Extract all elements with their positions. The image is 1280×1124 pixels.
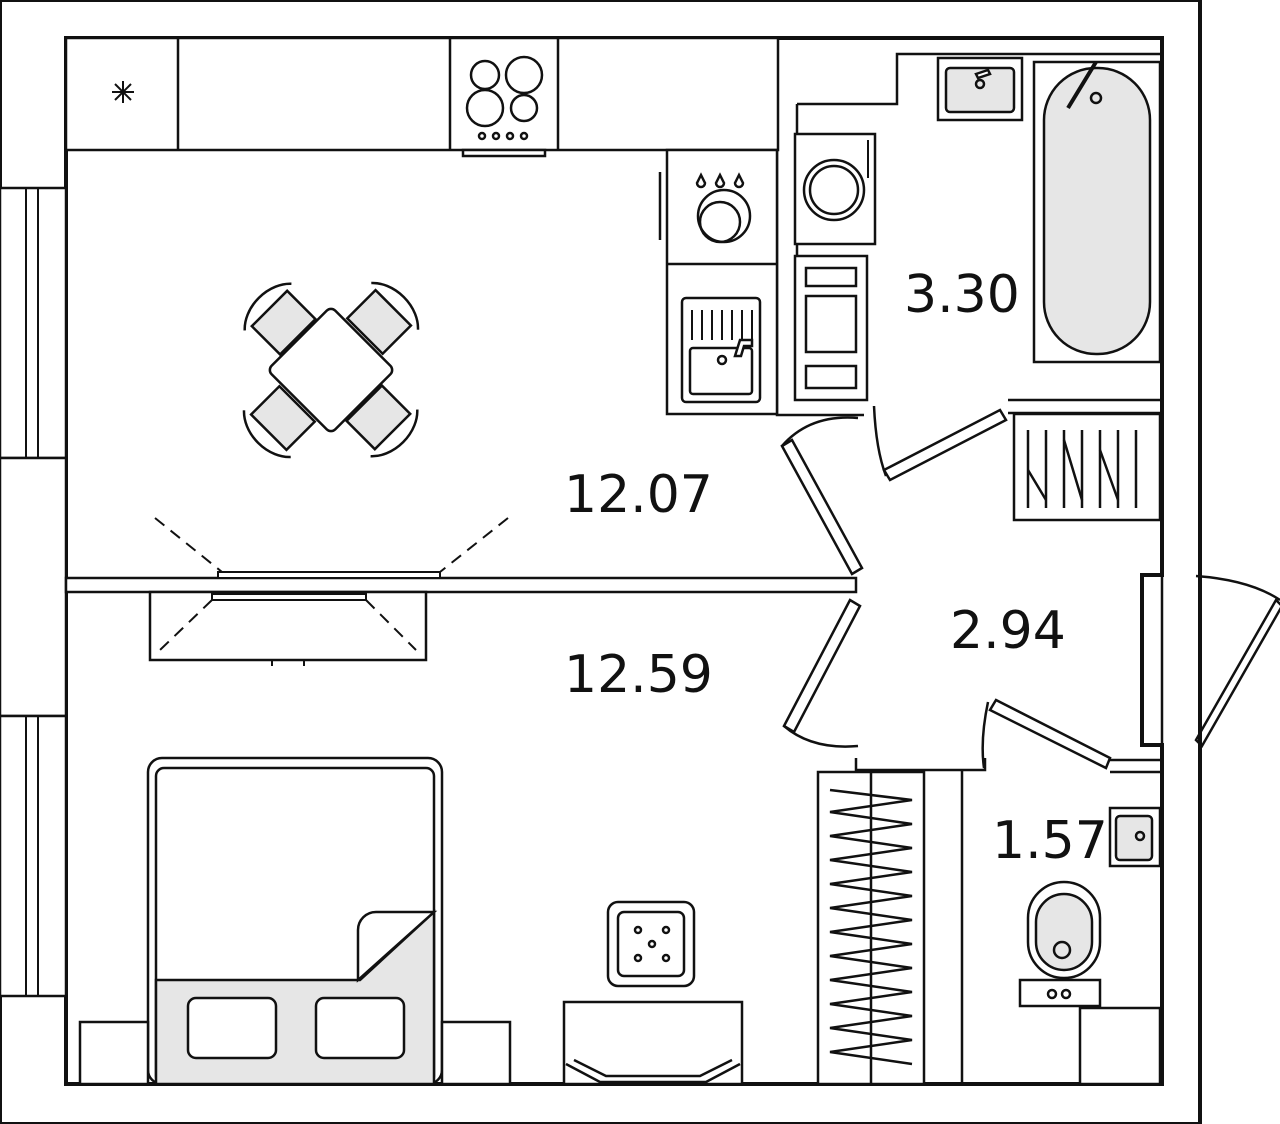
bath-sink-icon <box>936 56 1024 122</box>
shelf-hall <box>1012 412 1162 522</box>
cabinet-bath <box>793 254 869 402</box>
wardrobe <box>816 770 926 1086</box>
bed <box>78 756 512 1086</box>
bathtub-icon <box>1032 60 1162 364</box>
dining-table <box>242 281 420 459</box>
desk <box>562 1000 744 1086</box>
asterisk-icon <box>112 81 134 103</box>
door-bedroom <box>782 598 862 748</box>
door-wc <box>981 698 1112 770</box>
wc-cabinet <box>1078 1006 1162 1086</box>
door-entrance <box>1194 574 1280 749</box>
area-wc: 1.57 <box>992 811 1108 871</box>
sink-icon <box>680 296 762 404</box>
door-bath <box>872 405 1008 482</box>
window-left-top <box>0 186 68 460</box>
tv-kitchen <box>154 517 509 579</box>
area-hall: 2.94 <box>950 601 1066 661</box>
washing-machine-icon <box>793 132 877 246</box>
window-left-bottom <box>0 714 68 998</box>
tv-bedroom <box>148 590 428 666</box>
window-left-mid <box>0 456 68 718</box>
dishwasher-icon <box>695 172 752 244</box>
ottoman <box>606 900 696 988</box>
hob-icon <box>461 55 547 158</box>
wc-sink-icon <box>1108 806 1162 868</box>
area-bathroom: 3.30 <box>904 265 1020 325</box>
door-kitchen <box>780 416 864 576</box>
area-kitchen: 12.07 <box>564 465 713 525</box>
kitchen-counter <box>64 36 780 416</box>
toilet-icon <box>1018 880 1102 1008</box>
area-bedroom: 12.59 <box>564 645 713 705</box>
